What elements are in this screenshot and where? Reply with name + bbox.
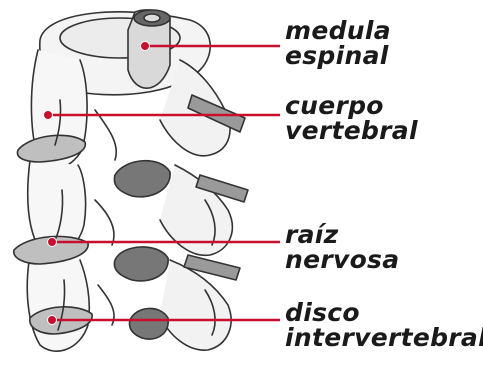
label-spinal-cord-line-2: espinal [285, 43, 391, 68]
label-spinal-cord-line-1: medula [285, 18, 391, 43]
label-nerve-root-line-2: nervosa [285, 247, 399, 272]
leader-dot-intervertebral-disc [48, 316, 57, 325]
leader-dot-nerve-root [48, 238, 57, 247]
leader-dot-vertebral-body [44, 111, 53, 120]
label-nerve-root: raíz nervosa [285, 222, 399, 272]
label-spinal-cord: medula espinal [285, 18, 391, 68]
label-intervertebral-disc-line-2: intervertebral [285, 325, 483, 350]
label-intervertebral-disc-line-1: disco [285, 300, 483, 325]
label-intervertebral-disc: disco intervertebral [285, 300, 483, 350]
label-vertebral-body-line-1: cuerpo [285, 93, 418, 118]
leader-dot-spinal-cord [141, 42, 150, 51]
label-nerve-root-line-1: raíz [285, 222, 399, 247]
label-vertebral-body-line-2: vertebral [285, 118, 418, 143]
label-vertebral-body: cuerpo vertebral [285, 93, 418, 143]
